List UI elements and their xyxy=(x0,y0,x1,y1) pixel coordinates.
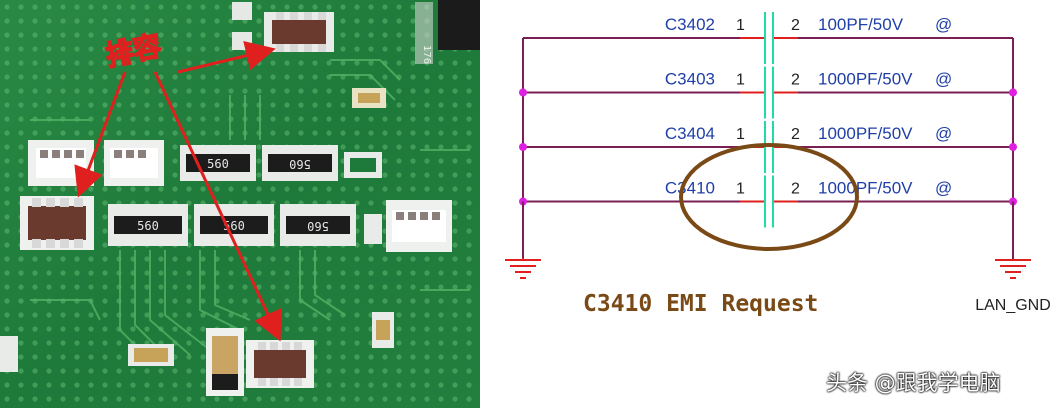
pin-number-1: 1 xyxy=(736,126,745,143)
pin-number-1: 1 xyxy=(736,17,745,34)
resistor-network-right xyxy=(386,200,452,252)
chip-label: 560 xyxy=(207,157,229,171)
value-mark: @ xyxy=(935,15,952,34)
capacitor-row: C3410 1 2 1000PF/50V @ xyxy=(519,175,1017,228)
value-mark: @ xyxy=(935,70,952,89)
capacitor-row: C3402 1 2 100PF/50V @ xyxy=(523,12,1013,64)
smd-pad xyxy=(232,2,252,20)
ic-chip: 176 xyxy=(415,0,480,64)
resistor-network-left-2 xyxy=(104,140,164,186)
junction-dot xyxy=(1009,88,1017,97)
junction-dot xyxy=(519,88,527,97)
capacitor-value: 1000PF/50V xyxy=(818,179,913,198)
capacitor-network-bottom xyxy=(246,340,314,388)
electrolytic-cap-stripe xyxy=(212,374,238,390)
junction-dot xyxy=(1009,143,1017,151)
chip-560-5: 560 xyxy=(280,204,356,246)
capacitor-row: C3403 1 2 1000PF/50V @ xyxy=(519,66,1017,119)
capacitor-value: 1000PF/50V xyxy=(818,70,913,89)
pcb-photo: 176 560 560 xyxy=(0,0,480,408)
chip-label: 560 xyxy=(137,219,159,233)
pin-number-2: 2 xyxy=(791,126,800,143)
pin-number-2: 2 xyxy=(791,181,800,198)
ground-symbol-right xyxy=(995,259,1031,279)
capacitor-network-left xyxy=(20,196,94,250)
highlight-ellipse xyxy=(679,143,859,251)
capacitor-ref: C3410 xyxy=(665,179,715,198)
resistor-network-left-1 xyxy=(28,140,94,186)
watermark: 头条 @跟我学电脑 xyxy=(826,371,1001,395)
chip-560-3: 560 xyxy=(108,204,188,246)
capacitor-ref: C3403 xyxy=(665,70,715,89)
capacitor-rows: C3402 1 2 100PF/50V @ C3403 1 2 1000PF/50V @ C3404… xyxy=(519,12,1017,260)
smd-resistor-body xyxy=(134,348,168,362)
smd-pad xyxy=(364,214,382,244)
smd-pad xyxy=(232,32,252,50)
schematic-diagram: C3402 1 2 100PF/50V @ C3403 1 2 1000PF/50V @ C3404… xyxy=(505,12,1051,317)
capacitor-value: 1000PF/50V xyxy=(818,124,913,143)
capacitor-ref: C3402 xyxy=(665,15,715,34)
ground-symbol-left xyxy=(505,258,541,279)
caption: C3410 EMI Request xyxy=(583,291,818,317)
ground-label: LAN_GND xyxy=(975,297,1051,314)
smd-pad xyxy=(0,336,18,372)
value-mark: @ xyxy=(935,179,952,198)
chip-label: 560 xyxy=(289,157,311,171)
smd-resistor-body xyxy=(358,93,380,103)
pin-number-1: 1 xyxy=(736,72,745,89)
pin-number-2: 2 xyxy=(791,17,800,34)
ic-marking: 176 xyxy=(421,45,432,64)
pin-number-2: 2 xyxy=(791,72,800,89)
chip-label: 560 xyxy=(307,219,329,233)
smd-resistor-body xyxy=(376,320,390,340)
pcb-traces xyxy=(30,59,470,361)
chip-560-2: 560 xyxy=(262,145,338,181)
pin-number-1: 1 xyxy=(736,181,745,198)
capacitor-ref: C3404 xyxy=(665,124,715,143)
resistor-network-top xyxy=(264,12,334,52)
value-mark: @ xyxy=(935,124,952,143)
annotation-arrows xyxy=(74,40,282,342)
junction-dot xyxy=(519,143,527,151)
chip-560-4: 560 xyxy=(194,204,274,246)
capacitor-value: 100PF/50V xyxy=(818,15,904,34)
smd-pad-inner xyxy=(350,158,376,172)
